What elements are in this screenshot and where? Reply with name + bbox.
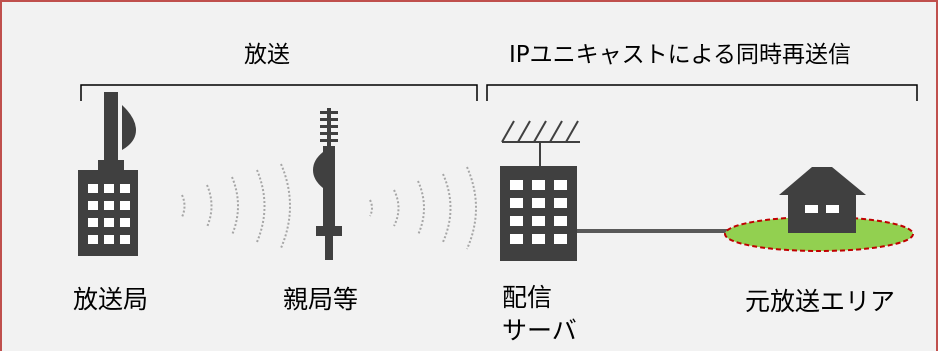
broadcast-station-icon bbox=[78, 92, 138, 256]
broadcast-station-label: 放送局 bbox=[73, 285, 149, 314]
broadcast-bracket bbox=[80, 84, 478, 101]
ip-unicast-section-label: IPユニキャストによる同時再送信 bbox=[509, 42, 851, 68]
distribution-server-icon bbox=[500, 120, 580, 261]
ip-unicast-bracket bbox=[486, 84, 918, 101]
radio-waves-left bbox=[181, 163, 291, 249]
broadcast-area-ellipse bbox=[724, 216, 914, 252]
broadcast-section-label: 放送 bbox=[244, 42, 290, 68]
house-icon bbox=[779, 167, 866, 233]
relay-station-label: 親局等 bbox=[283, 285, 359, 314]
broadcast-area-label: 元放送エリア bbox=[745, 287, 896, 316]
relay-station-icon bbox=[313, 108, 342, 260]
server-label-line1: 配信 bbox=[502, 283, 553, 312]
radio-waves-right bbox=[369, 166, 477, 250]
server-label-line2: サーバ bbox=[502, 316, 577, 345]
